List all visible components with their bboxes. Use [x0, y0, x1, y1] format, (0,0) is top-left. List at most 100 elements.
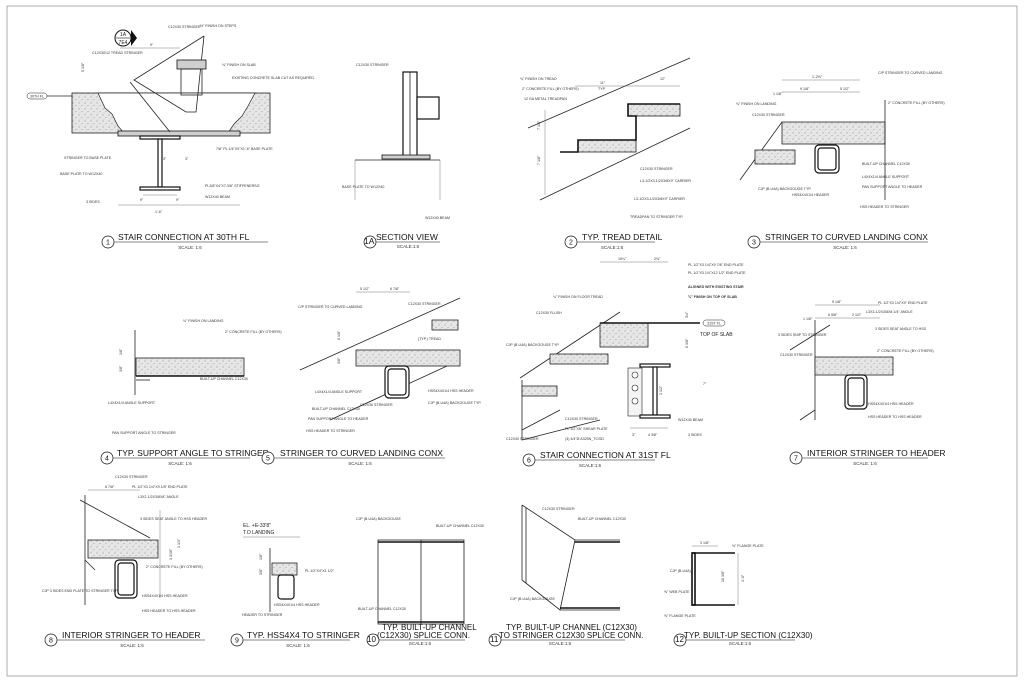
annotation: C12X30 STRINGER: [408, 302, 441, 306]
detail-title: INTERIOR STRINGER TO HEADER: [62, 630, 201, 640]
detail-3-drawing: 1'-2⅝" 9 1/8" 5 1/2" 1 1/8" C/P STRINGER…: [736, 71, 945, 209]
top-of-slab-label: TOP OF SLAB: [700, 332, 733, 338]
annotation: PL3/8"X4"X7-3/8" STIFFENERS/2: [205, 184, 260, 188]
annotation: HEADER TO STRINGER: [242, 613, 283, 617]
detail-title-7[interactable]: 7 INTERIOR STRINGER TO HEADER SCALE: 1:6: [789, 448, 946, 466]
detail-12-drawing: 3 1/8" 10 3/8" 1'-0" ⅝" FLANGE PLATE ⅝" …: [664, 541, 764, 618]
annotation: L3-1/2X3-1/2X3/8X9" CARRIER: [640, 179, 691, 183]
detail-title-line-2: (C12X30) SPLICE CONN.: [377, 631, 470, 640]
annotation: C12X30 STRINGER: [565, 417, 598, 421]
annotation: ¾" FINISH ON SLAB: [222, 63, 256, 67]
elevation-sublabel: T.O LANDING: [243, 530, 275, 536]
w12-beam: [639, 363, 671, 419]
detail-scale: SCALE: 1:6: [853, 461, 877, 466]
dim-text: 1/8": [259, 553, 263, 560]
annotation: L4X4X1/4 ANGLE SUPPORT: [315, 390, 363, 394]
detail-title-6[interactable]: 6 STAIR CONNECTION AT 31ST FL SCALE:1:6: [522, 450, 671, 468]
dim-text: 6 7/8": [390, 287, 400, 291]
dim-text: TYP.: [598, 87, 606, 91]
annotation: C12X30 STRINGER: [542, 507, 575, 511]
detail-7-drawing: 9 1/8" 1 1/8" 6 5/8" 2 1/2" PL 1/2"X3 1/…: [778, 300, 934, 421]
annotation: TREADPAN TO STRINGER TYP.: [630, 215, 683, 219]
annotation: CJP (B-U4A): [670, 569, 691, 573]
dim-text: 7 1/8": [537, 155, 541, 165]
dim-text: 6 7/8": [105, 485, 115, 489]
annotation: PAN SUPPORT ANGLE TO HEADER: [308, 417, 369, 421]
detail-number: 10: [367, 635, 376, 644]
dim-text: 3/4": [685, 311, 689, 318]
detail-2-drawing: 11" TYP. 12" 7 1/8" 7 1/8" ¾" FINISH ON …: [520, 57, 691, 219]
annotation: 3 SIDES SNIP TO STRINGER: [778, 333, 827, 337]
detail-6-drawing: 31ST FL TOP OF SLAB 10¼" 2⅜" 3/4" 6 3/8"…: [506, 257, 746, 441]
annotation: BUILT-UP CHANNEL C12X30: [312, 407, 360, 411]
annotation: PL 1/2"X3 1/4"X9 7/8" END PLATE: [688, 263, 744, 267]
annotation: HSS4X4X1/4 HSS HEADER: [428, 389, 474, 393]
dim-text: 11": [600, 81, 606, 85]
annotation: (3) 3/4"Ø A325N_TC/SD: [565, 437, 604, 441]
detail-title-1a[interactable]: 1A SECTION VIEW SCALE:1:6: [363, 232, 440, 249]
dim-text: 1 1/8": [773, 92, 783, 96]
detail-9-drawing: EL. +E-33'8" T.O LANDING 1/8" 3/8" PL 1/…: [242, 523, 335, 617]
dim-text: 3/8": [119, 365, 123, 372]
annotation: 3 SIDES SEAT ANGLE TO HSS: [875, 327, 927, 331]
detail-scale: SCALE:1:6: [579, 463, 602, 468]
detail-scale: SCALE:1:6: [409, 641, 432, 646]
annotation: ¾" FINISH ON LANDING: [183, 319, 224, 323]
annotation: CJP (B-U4A) BACKGOUGE: [510, 597, 555, 601]
annotation: CJP 3 SIDES END PLATE TO STRINGER TYP.: [42, 589, 118, 593]
detail-title-3[interactable]: 3 STRINGER TO CURVED LANDING CONX SCALE:…: [747, 232, 928, 250]
tread: [176, 59, 207, 70]
annotation: 2" CONCRETE FILL (BY OTHERS): [877, 349, 934, 353]
annotation: PAN SUPPORT ANGLE TO HEADER: [862, 185, 923, 189]
annotation: 2" CONCRETE FILL (BY OTHERS): [225, 330, 282, 334]
detail-number: 4: [105, 456, 109, 463]
annotation: BUILT-UP CHANNEL C12X30: [200, 377, 248, 381]
annotation: BUILT-UP CHANNEL C12X30: [578, 517, 626, 521]
annotation: L3X3-1/2X3/8X8 1/4" ANGLE: [866, 310, 913, 314]
detail-title-8[interactable]: 8 INTERIOR STRINGER TO HEADER SCALE: 1:6: [44, 630, 205, 648]
base-plate: [117, 130, 241, 137]
annotation: ⅝" FLANGE PLATE: [732, 544, 764, 548]
annotation: C12X30/12 TREAD STRINGER: [92, 51, 143, 55]
annotation: CJP (B-U4A) BACKGOUGE TYP.: [758, 187, 811, 191]
detail-4-drawing: 1/8" 3/8" ¾" FINISH ON LANDING 2" CONCRE…: [108, 319, 282, 435]
annotation: HSS HEADER TO STRINGER: [306, 429, 355, 433]
detail-scale: SCALE:1:6: [601, 245, 624, 250]
annotation: W12X40 BEAM: [425, 216, 450, 220]
elevation-label: EL. +E-33'8": [243, 523, 271, 529]
annotation: BUILT-UP CHANNEL C12X30: [436, 524, 484, 528]
annotation: 12 GA METAL TREADPAN: [524, 97, 567, 101]
detail-title-4[interactable]: 4 TYP. SUPPORT ANGLE TO STRINGER SCALE: …: [100, 448, 269, 466]
annotation: HSS4X4X1/4 HSS HEADER: [868, 402, 914, 406]
dim-text: 6 5/8": [828, 313, 838, 317]
annotation: ¾" FINISH ON TREAD: [520, 77, 557, 81]
detail-title-12[interactable]: 12 TYP. BUILT-UP SECTION (C12X30) SCALE:…: [673, 631, 813, 647]
detail-title-9[interactable]: 9 TYP. HSS4X4 TO STRINGER SCALE: 1:6: [230, 630, 360, 648]
stringer-outline: [133, 35, 205, 113]
annotation: 7/8" PL 1/4"X9"X1'-6" BASE PLATE: [216, 147, 273, 151]
detail-title-10[interactable]: 10 TYP. BUILT-UP CHANNEL (C12X30) SPLICE…: [366, 623, 477, 647]
detail-title-11[interactable]: 11 TYP. BUILT-UP CHANNEL (C12X30) TO STR…: [488, 623, 643, 647]
dim-text: 5 1/8": [81, 62, 85, 72]
section-callout-marker[interactable]: 1A 7E4: [114, 29, 137, 47]
detail-title-1[interactable]: 1 STAIR CONNECTION AT 30TH FL SCALE: 1:6: [101, 232, 268, 250]
detail-scale: SCALE: 1:6: [833, 245, 857, 250]
dim-text: 3": [185, 157, 189, 161]
detail-title-5[interactable]: 5 STRINGER TO CURVED LANDING CONX SCALE:…: [261, 448, 445, 466]
dim-text: 1/8": [119, 348, 123, 355]
annotation: BASE PLATE TO W12X40: [60, 172, 102, 176]
detail-number: 2: [569, 240, 573, 247]
detail-title-2[interactable]: 2 TYP. TREAD DETAIL SCALE:1:6: [564, 232, 663, 250]
dim-text: 3 1/2": [659, 385, 663, 395]
dim-text: 9 1/8": [800, 87, 810, 91]
annotation: PL 1/2"X3 1/4"X12 1/2" END PLATE: [688, 271, 746, 275]
detail-title: TYP. BUILT-UP SECTION (C12X30): [684, 631, 813, 640]
detail-title: SECTION VIEW: [376, 232, 438, 242]
annotation: C12X30 STRINGER: [640, 167, 673, 171]
annotation: (TYP.) TREAD: [418, 337, 441, 341]
detail-title: TYP. HSS4X4 TO STRINGER: [247, 630, 360, 640]
annotation: 3 SIDES SEAT ANGLE TO HSS HEADER: [140, 517, 207, 521]
dim-text: 3": [163, 157, 167, 161]
annotation: L4X4X1/4 ANGLE SUPPORT: [862, 175, 910, 179]
